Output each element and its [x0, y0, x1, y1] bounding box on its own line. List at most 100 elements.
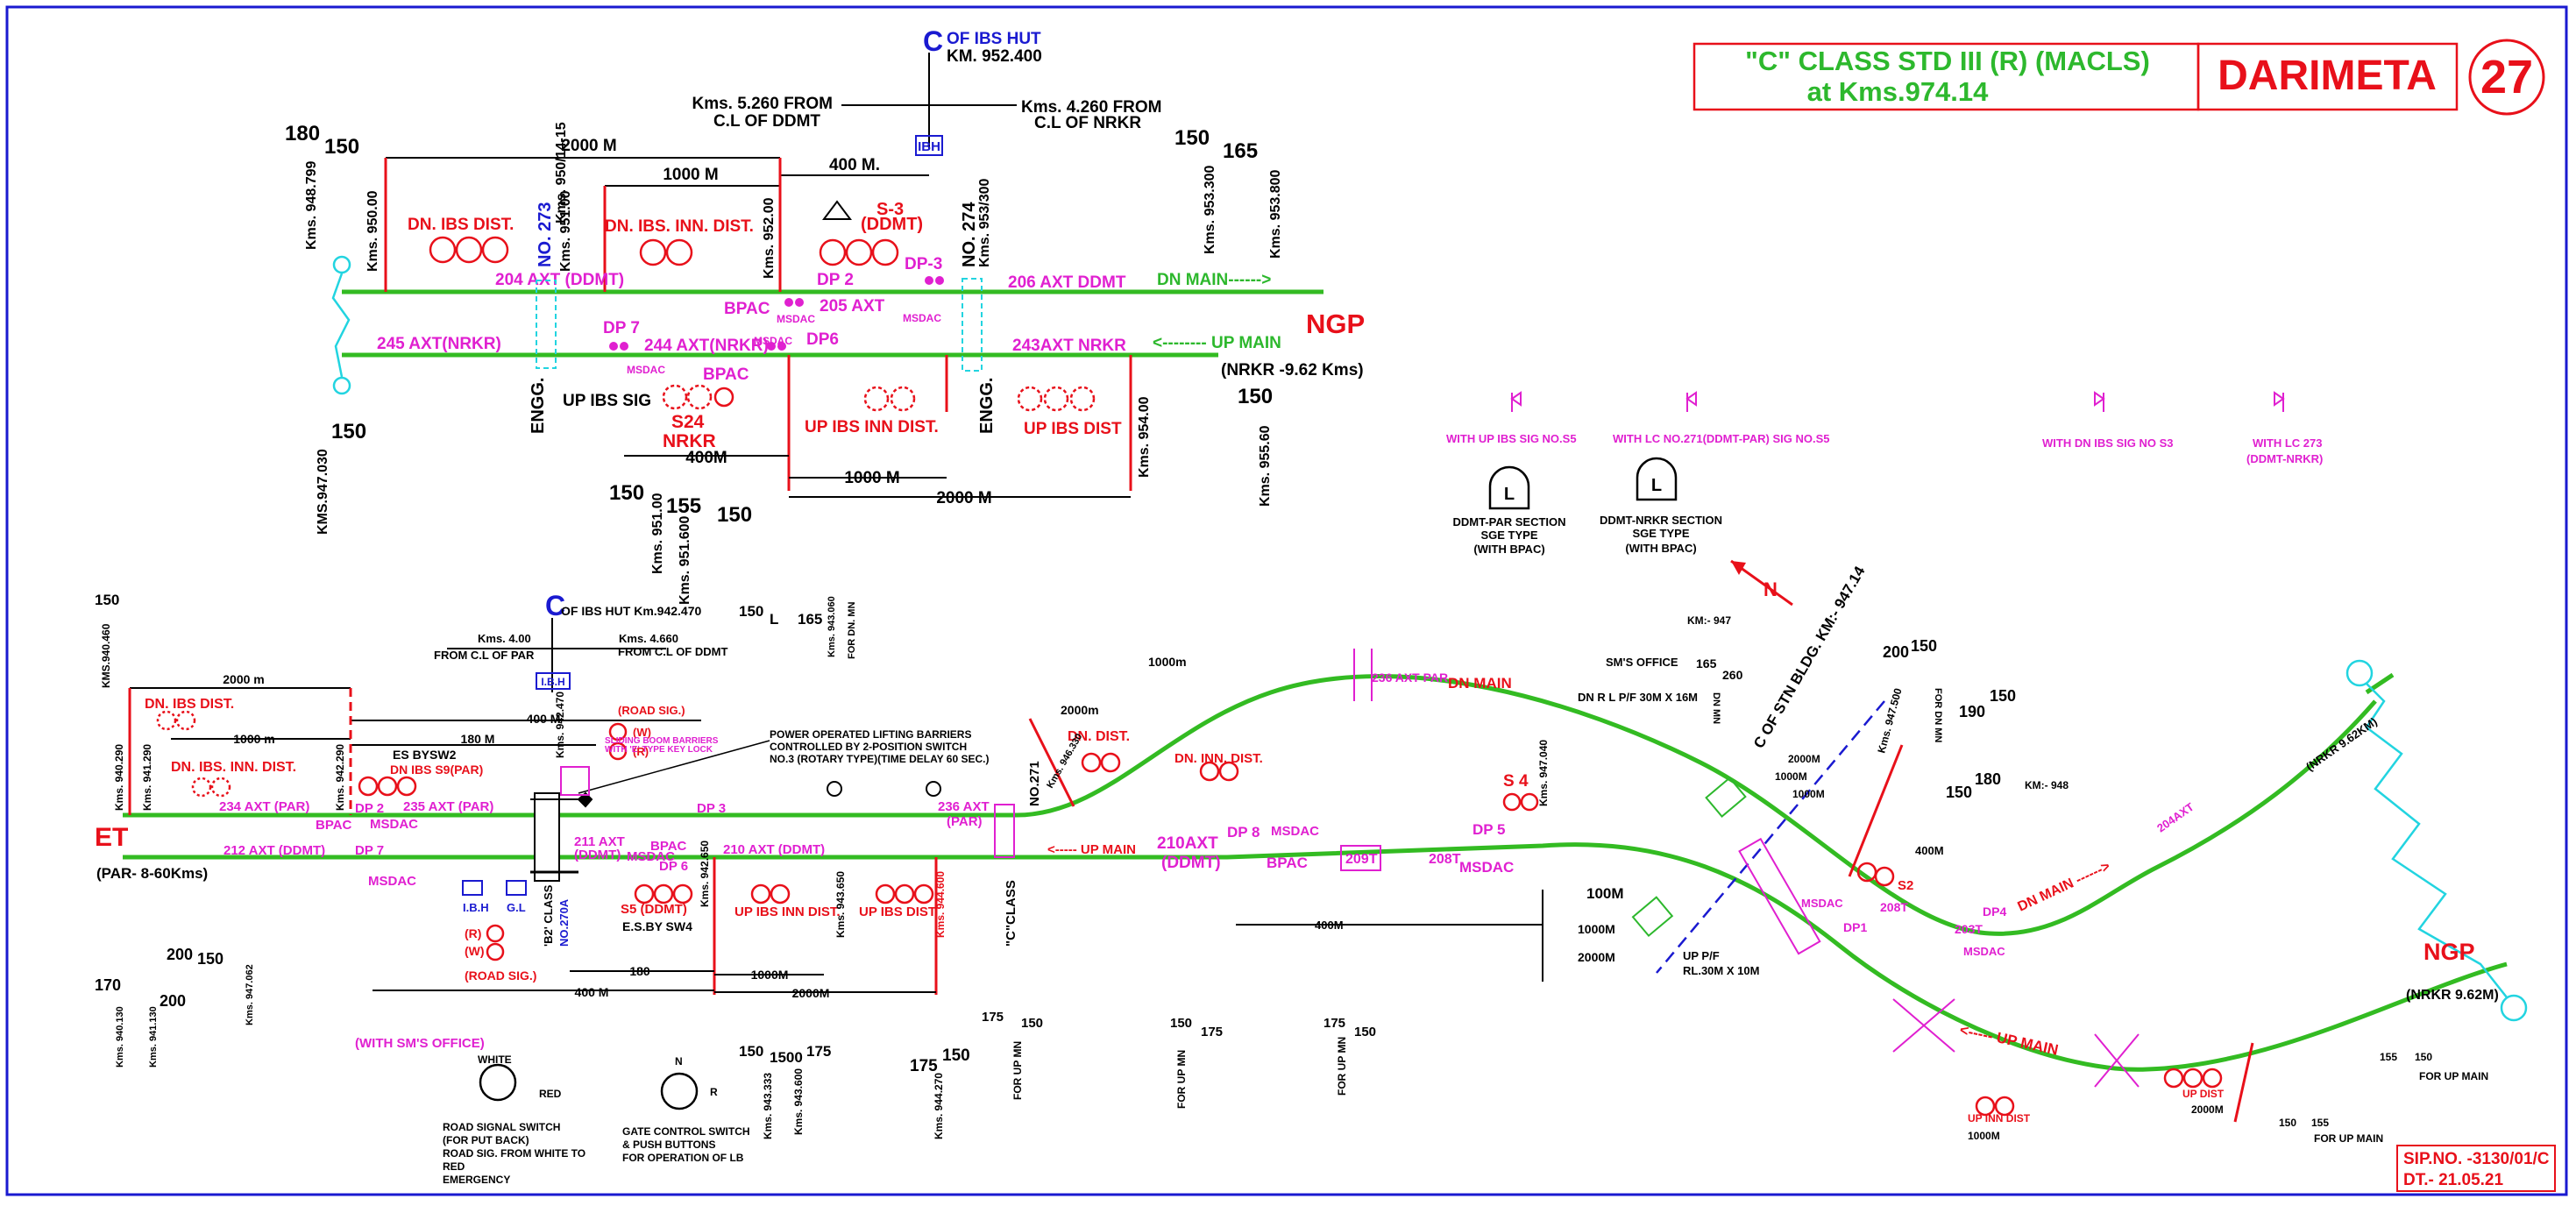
road-switch-1: ROAD SIGNAL SWITCH: [443, 1121, 560, 1133]
msdac-top-1: MSDAC: [777, 313, 815, 325]
axt-204b: 204AXT: [2154, 800, 2196, 835]
top-end-marker-2: [332, 376, 351, 395]
dp7-bottom: DP 7: [355, 843, 384, 858]
sge-lock-icon-2: [1636, 457, 1678, 501]
s2-lamp-2: [1874, 866, 1895, 887]
et-label: ET: [95, 823, 128, 852]
sge-2b: SGE TYPE: [1632, 527, 1689, 540]
ibs-hut-label: OF IBS HUT: [947, 30, 1041, 48]
grad-150b: 150: [1174, 126, 1210, 150]
gl-box: [506, 880, 527, 896]
km-947-040: Kms. 947.040: [1537, 740, 1550, 806]
dp3-top-label: DP-3: [905, 255, 942, 273]
sip-number: SIP.NO. -3130/01/C: [2403, 1150, 2550, 1168]
ngp-bottom: NGP: [2423, 939, 2475, 965]
dp2-top-label: DP 2: [817, 271, 854, 289]
bg-150b: 150: [739, 603, 763, 620]
bridge-mark-2: [2094, 1033, 2140, 1088]
up-ibs-dist-b-lamp-1: [875, 883, 896, 904]
bg-150i: 150: [1911, 637, 1937, 655]
dp-dot-3: [925, 276, 933, 285]
up-ibs-inn-dist-label: UP IBS INN DIST.: [805, 418, 939, 436]
engg-label-1: ENGG.: [529, 378, 548, 434]
up-inn-lamp-2: [1994, 1096, 2015, 1117]
ibh-bottom-box: [536, 672, 571, 690]
from-ddmt-b2: FROM C.L OF DDMT: [618, 645, 727, 658]
dm-2000c: 2000M: [2191, 1103, 2224, 1116]
dim-1000-top-label: 1000 M: [663, 166, 718, 184]
axt-243-label: 243AXT NRKR: [1012, 337, 1126, 355]
axt-211b-label: (DDMT): [574, 848, 621, 862]
power-leader: [578, 740, 770, 794]
road-sig-top: (ROAD SIG.): [618, 704, 685, 717]
from-par: Kms. 4.00: [478, 632, 531, 645]
legend-sig-2: WITH LC NO.271(DDMT-PAR) SIG NO.S5: [1613, 432, 1830, 445]
dn-ibs-dist-b-lamp-1: [156, 710, 177, 731]
grad-150f: 150: [717, 503, 752, 527]
km-951-600-label: Kms. 951.600: [678, 515, 692, 605]
for-up-mn-2: FOR UP MN: [1175, 1050, 1188, 1109]
gate-r: R: [710, 1086, 718, 1098]
s2-red-line: [1848, 744, 1904, 877]
bg-175e: 175: [1323, 1016, 1345, 1031]
dim-400-top-label: 400 M.: [829, 156, 880, 174]
up-dist-lamp-3: [2202, 1068, 2223, 1089]
es-by4-label: E.S.BY SW4: [622, 919, 692, 933]
sge-lock-L-1: L: [1504, 485, 1515, 504]
bg-165b: 165: [1696, 656, 1717, 670]
bg-155b: 155: [2311, 1117, 2329, 1129]
bg-150m: 150: [2279, 1117, 2296, 1129]
km-955-label: Kms. 955.60: [1258, 425, 1273, 507]
msdac-bottom-1: MSDAC: [370, 817, 418, 832]
legend-sig-4: WITH LC 273: [2253, 436, 2322, 450]
km-950-14-label: Kms. 950/14-15: [554, 122, 569, 223]
bg-165: 165: [798, 611, 822, 628]
km-940-460: KMS.940.460: [100, 623, 112, 688]
from-nrkr-2: C.L OF NRKR: [1034, 114, 1141, 132]
msdac-dp5: MSDAC: [1459, 859, 1514, 876]
km-942-470: Kms. 942.470: [554, 692, 566, 758]
ibh-small-label: I.B.H: [463, 901, 489, 914]
msdac-top-3: MSDAC: [903, 312, 941, 324]
s24-label: S24: [671, 412, 705, 432]
bg-150l: 150: [2415, 1051, 2432, 1063]
sge-lock-icon-1: [1488, 465, 1530, 510]
up-ibs-sig-lamp-3: [713, 387, 734, 408]
dn-inn-label: DN. INN. DIST.: [1174, 751, 1263, 766]
road-sig-lamp-w: [608, 722, 628, 741]
dp8-label: DP 8: [1227, 824, 1260, 841]
bpac-top-2: BPAC: [703, 365, 749, 384]
power-1: POWER OPERATED LIFTING BARRIERS: [770, 728, 971, 741]
bottom-up-main-track: [123, 842, 2508, 1072]
s4-lamp-2: [1520, 792, 1539, 812]
ngp-top-label: NGP: [1306, 309, 1365, 339]
bg-200c: 200: [1883, 643, 1909, 661]
km-942-290: Kms. 942.290: [334, 744, 346, 811]
road-switch-white: WHITE: [478, 1053, 512, 1066]
km-948: KM:- 948: [2025, 779, 2069, 791]
title-box-station: [2196, 42, 2459, 111]
km-953-300b-label: Kms. 953/300: [977, 178, 992, 267]
engg-label-2: ENGG.: [977, 378, 997, 434]
footer-block: SIP.NO. -3130/01/C DT.- 21.05.21: [2396, 1145, 2556, 1192]
grad-155: 155: [666, 494, 701, 518]
dm-1000c: 1000M: [1968, 1130, 2000, 1142]
dim-2000m-dn: 2000m: [1061, 703, 1099, 717]
up-ibs-dist-label: UP IBS DIST: [1024, 420, 1122, 438]
dim-1000-below-label: 1000 M: [844, 469, 899, 487]
bg-L: L: [770, 611, 778, 628]
dp-dot-8: [620, 342, 628, 351]
up-ibs-inn-lamp-1: [863, 386, 890, 412]
dp-dot-1: [784, 298, 793, 307]
dim-1000m-mid: 1000M: [1578, 922, 1615, 936]
sge-1b: SGE TYPE: [1480, 529, 1537, 542]
station-number: 27: [2480, 51, 2533, 103]
s4-lamp-1: [1502, 792, 1522, 812]
bg-170: 170: [95, 976, 121, 994]
msdac-bottom-2: MSDAC: [627, 849, 675, 864]
legend-sig-4b: (DDMT-NRKR): [2246, 452, 2323, 465]
bottom-end-marker-2: [2500, 994, 2528, 1022]
grad-150c: 150: [1238, 385, 1273, 408]
from-ddmt: Kms. 5.260 FROM: [692, 95, 834, 113]
